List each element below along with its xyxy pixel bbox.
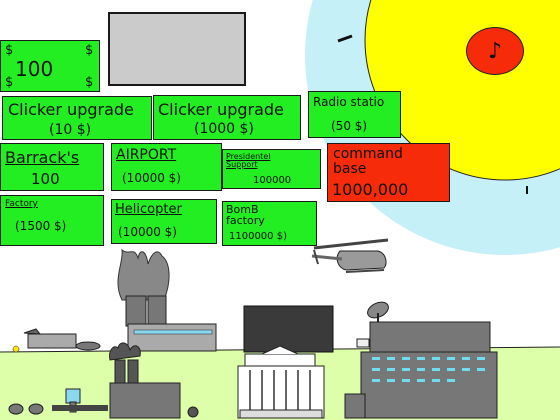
dollar-sign-bottom-left: $ — [5, 75, 14, 90]
presidential-support-button[interactable]: Presidentel Support 100000 — [222, 149, 321, 189]
helicopter-price: (10000 $) — [118, 225, 177, 239]
dollar-sign-top-left: $ — [5, 43, 14, 58]
helicopter-sprite — [311, 238, 389, 273]
factory-price: (1500 $) — [15, 219, 67, 233]
small-plane — [23, 328, 42, 335]
barracks-name: Barrack's — [5, 148, 80, 167]
clicker-upgrade-1-name: Clicker upgrade — [8, 100, 134, 119]
presidential-support-name: Presidentel Support — [226, 152, 271, 169]
bomb-factory-button[interactable]: BomB factory 1100000 $) — [222, 201, 317, 246]
command-base-annex — [344, 393, 366, 419]
airport-button[interactable]: AIRPORT (10000 $) — [111, 143, 222, 191]
factory-building — [109, 342, 181, 419]
airport-building — [127, 323, 217, 352]
tower-right — [147, 295, 167, 327]
command-base-wing — [360, 351, 498, 419]
helicopter-button[interactable]: Helicopter (10000 $) — [111, 199, 217, 244]
dollar-sign-bottom-right: $ — [85, 75, 94, 90]
clicker-upgrade-1-button[interactable]: Clicker upgrade (10 $) — [2, 96, 152, 140]
yellow-dot — [12, 345, 20, 353]
barracks-price: 100 — [31, 170, 60, 188]
preview-screen — [108, 12, 246, 86]
barracks-button[interactable]: Barrack's 100 — [0, 143, 104, 191]
clicker-upgrade-1-price: (10 $) — [49, 122, 92, 138]
bomb-factory-price: 1100000 $) — [229, 231, 287, 242]
command-base-building — [369, 321, 491, 353]
helicopter-name: Helicopter — [115, 202, 182, 217]
money-display: $ $ $ $ 100 — [0, 40, 100, 92]
command-base-windows — [372, 357, 485, 382]
bomb-factory-name: BomB factory — [226, 203, 265, 227]
factory-name: Factory — [5, 199, 38, 209]
dollar-sign-top-right: $ — [85, 43, 94, 58]
tower-left — [125, 295, 147, 327]
presidential-support-price: 100000 — [253, 175, 292, 186]
clicker-upgrade-2-button[interactable]: Clicker upgrade (1000 $) — [153, 95, 301, 140]
bird-scribble — [337, 34, 353, 43]
tank — [75, 341, 101, 351]
music-toggle-button[interactable]: ♪ — [466, 27, 524, 75]
radio-station-price: (50 $) — [331, 119, 368, 133]
radio-building — [243, 305, 334, 353]
small-camera — [356, 338, 370, 348]
command-base-button[interactable]: command base 1000,000 — [327, 143, 450, 202]
command-base-name: command base — [333, 146, 403, 178]
factory-button[interactable]: Factory (1500 $) — [0, 195, 104, 246]
airport-price: (10000 $) — [122, 171, 181, 185]
runway — [27, 333, 77, 349]
ground-units — [8, 388, 199, 418]
clicker-upgrade-2-name: Clicker upgrade — [158, 100, 284, 119]
airport-name: AIRPORT — [116, 147, 177, 163]
radio-station-button[interactable]: Radio statio (50 $) — [308, 91, 401, 138]
radio-station-name: Radio statio — [313, 95, 385, 109]
airport-window-strip — [133, 329, 213, 335]
satellite-dish — [367, 301, 389, 322]
white-house — [237, 345, 325, 419]
money-amount: 100 — [15, 57, 54, 81]
clicker-upgrade-2-price: (1000 $) — [194, 121, 254, 137]
music-note-icon: ♪ — [487, 38, 503, 64]
smoke-cloud — [117, 248, 170, 301]
command-base-price: 1000,000 — [332, 180, 409, 199]
